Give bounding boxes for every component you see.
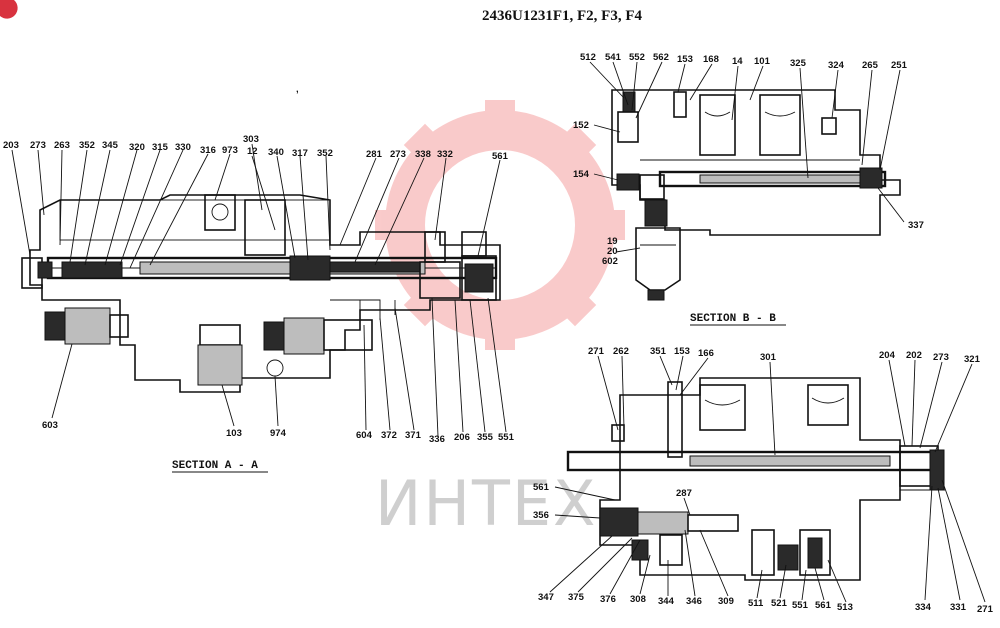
label-152: 152 [573,120,589,131]
label-345: 345 [102,140,119,151]
label-303: 303 [243,134,259,145]
label-561c: 561 [533,482,550,493]
stray-mark: , [296,84,299,95]
label-263: 263 [54,140,70,151]
label-334: 334 [915,602,932,613]
section-bb-leaders [589,61,905,253]
label-562: 562 [653,52,669,63]
label-973: 973 [222,145,238,156]
label-202: 202 [906,350,922,361]
label-352b: 352 [317,148,333,159]
label-153: 153 [677,54,693,65]
label-561: 561 [492,151,509,162]
label-203: 203 [3,140,19,151]
label-166: 166 [698,348,714,359]
label-513: 513 [837,602,853,613]
label-317: 317 [292,148,308,159]
label-340: 340 [268,147,284,158]
label-12: 12 [247,146,258,157]
label-273c: 273 [933,352,949,363]
label-308: 308 [630,594,646,605]
section-aa-drawing [21,194,501,393]
corner-mark [0,0,18,19]
label-315: 315 [152,142,169,153]
label-273b: 273 [390,149,406,160]
label-281: 281 [366,149,383,160]
label-356: 356 [533,510,549,521]
label-372: 372 [381,430,397,441]
label-511: 511 [748,598,764,609]
label-603: 603 [42,420,58,431]
label-347: 347 [538,592,554,603]
label-153c: 153 [674,346,690,357]
label-521: 521 [771,598,788,609]
label-561d: 561 [815,600,832,611]
label-376: 376 [600,594,616,605]
label-552: 552 [629,52,645,63]
label-301: 301 [760,352,777,363]
label-262: 262 [613,346,629,357]
label-324: 324 [828,60,845,71]
label-320: 320 [129,142,145,153]
label-604: 604 [356,430,373,441]
label-371: 371 [405,430,422,441]
label-346: 346 [686,596,702,607]
label-974: 974 [270,428,287,439]
label-541: 541 [605,52,622,63]
section-aa-labels: 203 273 263 352 345 320 315 330 316 973 … [3,134,515,445]
label-309: 309 [718,596,734,607]
label-321: 321 [964,354,981,365]
label-103: 103 [226,428,242,439]
label-336: 336 [429,434,445,445]
label-351: 351 [650,346,667,357]
section-bb-title: SECTION B - B [690,313,776,325]
label-352: 352 [79,140,95,151]
label-168: 168 [703,54,719,65]
label-338: 338 [415,149,431,160]
label-101: 101 [754,56,771,67]
section-aa-title: SECTION A - A [172,460,258,472]
label-271c: 271 [977,604,994,615]
section-c-leaders [549,355,986,603]
label-551: 551 [498,432,515,443]
label-344: 344 [658,596,675,607]
section-c-labels: 271 262 351 153 166 301 204 202 273 321 … [533,346,994,615]
label-316: 316 [200,145,216,156]
label-14: 14 [732,56,743,67]
watermark-gear-logo [375,100,625,350]
label-20: 20 [607,246,618,257]
label-551c: 551 [792,600,809,611]
label-287: 287 [676,488,692,499]
label-602: 602 [602,256,618,267]
label-337: 337 [908,220,924,231]
label-265: 265 [862,60,879,71]
label-375: 375 [568,592,585,603]
label-512: 512 [580,52,596,63]
section-bb-drawing [611,89,901,301]
label-332: 332 [437,149,453,160]
label-154: 154 [573,169,590,180]
watermark-text: ИНТЕХ [375,467,598,540]
label-355: 355 [477,432,494,443]
label-19: 19 [607,236,618,247]
label-331: 331 [950,602,967,613]
label-273: 273 [30,140,46,151]
section-bb-labels: 512 541 552 562 153 168 14 101 325 324 2… [573,52,924,267]
label-330: 330 [175,142,191,153]
label-206: 206 [454,432,470,443]
section-c-drawing [566,377,945,581]
label-325: 325 [790,58,807,69]
label-271: 271 [588,346,605,357]
drawing-title: 2436U1231F1, F2, F3, F4 [482,8,642,24]
section-aa-leaders [11,143,507,437]
label-251: 251 [891,60,908,71]
label-204: 204 [879,350,896,361]
